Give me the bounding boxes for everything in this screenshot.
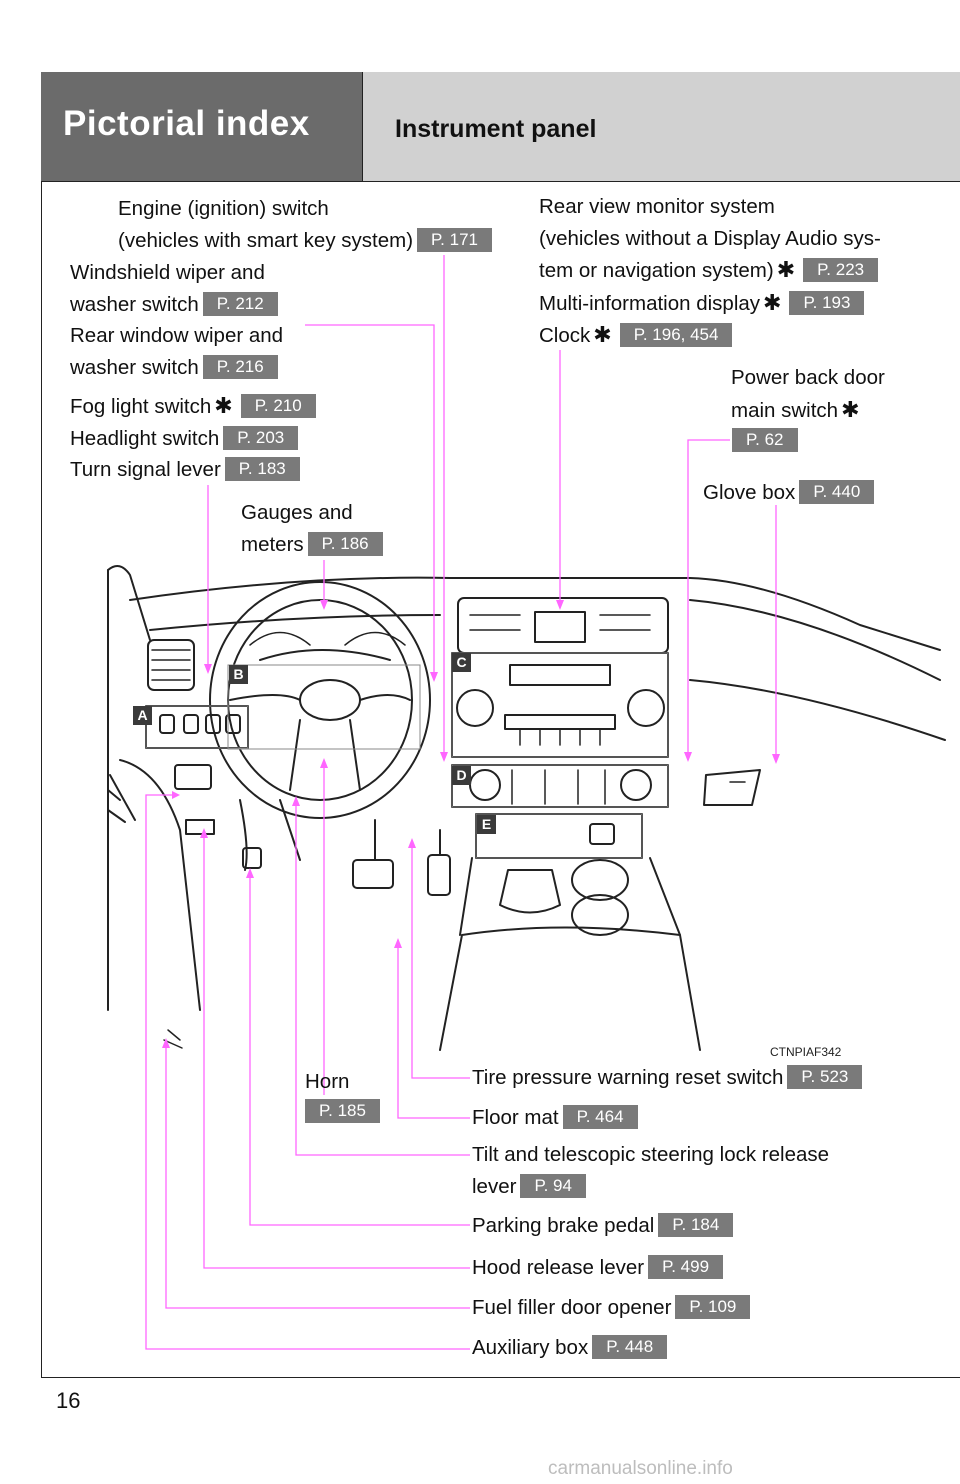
callout-multi-info: Multi-information display✱P. 193 <box>539 287 881 320</box>
a-pillar-line <box>107 565 151 641</box>
callout-engine-switch-line1: Engine (ignition) switch <box>118 197 329 220</box>
leader-floor-mat <box>397 940 470 1119</box>
panel-tag-c: C <box>452 653 471 672</box>
asterisk-icon: ✱ <box>593 322 612 347</box>
page-ref-engine-switch[interactable]: P. 171 <box>417 227 492 252</box>
page-number: 16 <box>56 1388 81 1413</box>
callout-fog-light: Fog light switch✱P. 210 <box>70 390 316 423</box>
callout-power-back-door-line1: Power back door <box>731 366 885 389</box>
leader-power-back-door <box>687 439 730 760</box>
page-ref-rear-wiper[interactable]: P. 216 <box>202 354 278 379</box>
subsection-title: Instrument panel <box>395 115 597 143</box>
page-ref-headlight[interactable]: P. 203 <box>223 425 299 450</box>
callout-power-back-door: Power back door main switch✱ <box>731 362 885 426</box>
callout-windshield-wiper-line1: Windshield wiper and <box>70 261 265 284</box>
leader-lines <box>145 255 777 1350</box>
panel-tag-d: D <box>452 766 471 785</box>
callout-tilt-steering: Tilt and telescopic steering lock releas… <box>472 1139 829 1202</box>
callout-rear-view-monitor-line2: (vehicles without a Display Audio sys- <box>539 226 881 250</box>
page-ref-tire-pressure[interactable]: P. 523 <box>787 1065 863 1089</box>
leader-tire-pressure <box>411 840 470 1079</box>
callout-rear-view-monitor-line1: Rear view monitor system <box>539 195 775 218</box>
page-ref-horn[interactable]: P. 185 <box>305 1099 380 1123</box>
callout-power-back-door-line2: main switch✱ <box>731 396 860 422</box>
panel-tag-a: A <box>133 706 152 725</box>
callout-rear-wiper-line1: Rear window wiper and <box>70 324 284 347</box>
callout-horn: Horn <box>305 1070 350 1093</box>
callout-rear-view-monitor-line3: tem or navigation system)✱P. 223 <box>539 254 881 287</box>
leader-hood-release <box>203 830 470 1269</box>
callout-tilt-steering-line1: Tilt and telescopic steering lock releas… <box>472 1143 830 1166</box>
subsection-header: Instrument panel <box>362 72 960 182</box>
page-ref-multi-info[interactable]: P. 193 <box>789 290 865 315</box>
page-ref-fuel-filler[interactable]: P. 109 <box>675 1295 751 1319</box>
asterisk-icon: ✱ <box>776 257 796 282</box>
section-title: Pictorial index <box>63 104 310 143</box>
callout-engine-switch: Engine (ignition) switch (vehicles with … <box>118 193 492 256</box>
panel-frame-b <box>227 664 421 750</box>
page-ref-auxiliary-box[interactable]: P. 448 <box>592 1335 668 1359</box>
leader-parking-brake <box>249 870 470 1226</box>
asterisk-icon: ✱ <box>763 289 782 315</box>
callout-gauges-line1: Gauges and <box>241 501 353 524</box>
asterisk-icon: ✱ <box>214 393 233 418</box>
leader-windshield-wiper <box>305 324 435 680</box>
leader-fuel-filler <box>165 1040 470 1309</box>
page-ref-floor-mat[interactable]: P. 464 <box>562 1105 638 1129</box>
panel-frame-a <box>145 705 249 749</box>
watermark: carmanualsonline.info <box>548 1458 733 1479</box>
panel-frame-c <box>451 652 669 758</box>
page-ref-rear-view-monitor[interactable]: P. 223 <box>803 258 879 282</box>
page-ref-gauges[interactable]: P. 186 <box>307 531 383 556</box>
page-ref-hood-release[interactable]: P. 499 <box>648 1255 724 1279</box>
page-ref-glove-box[interactable]: P. 440 <box>799 480 875 504</box>
page-ref-parking-brake[interactable]: P. 184 <box>658 1213 734 1237</box>
page-ref-turn-signal[interactable]: P. 183 <box>224 457 300 481</box>
callout-clock: Clock✱P. 196, 454 <box>539 319 881 352</box>
page-ref-power-back-door[interactable]: P. 62 <box>732 428 798 452</box>
page-ref-tilt-steering[interactable]: P. 94 <box>520 1173 586 1198</box>
figure-code: CTNPIAF342 <box>770 1045 842 1059</box>
page-ref-clock[interactable]: P. 196, 454 <box>619 323 733 347</box>
panel-tag-frames <box>145 652 669 859</box>
leader-arrowheads <box>162 600 780 1048</box>
callout-rear-view-monitor: Rear view monitor system (vehicles witho… <box>539 191 881 352</box>
panel-frame-d <box>451 764 669 808</box>
leader-auxiliary-box <box>145 794 470 1350</box>
leader-tilt-steering <box>295 798 470 1156</box>
page-ref-windshield-wiper[interactable]: P. 212 <box>202 291 278 316</box>
panel-tag-e: E <box>477 815 496 834</box>
callout-engine-switch-line2: (vehicles with smart key system)P. 171 <box>118 225 492 257</box>
page-ref-fog-light[interactable]: P. 210 <box>240 394 316 418</box>
panel-tag-b: B <box>229 665 248 684</box>
callout-lighting-group: Fog light switch✱P. 210 Headlight switch… <box>70 390 316 486</box>
section-header: Pictorial index <box>41 72 362 182</box>
panel-frame-e <box>475 813 643 859</box>
asterisk-icon: ✱ <box>841 396 860 422</box>
